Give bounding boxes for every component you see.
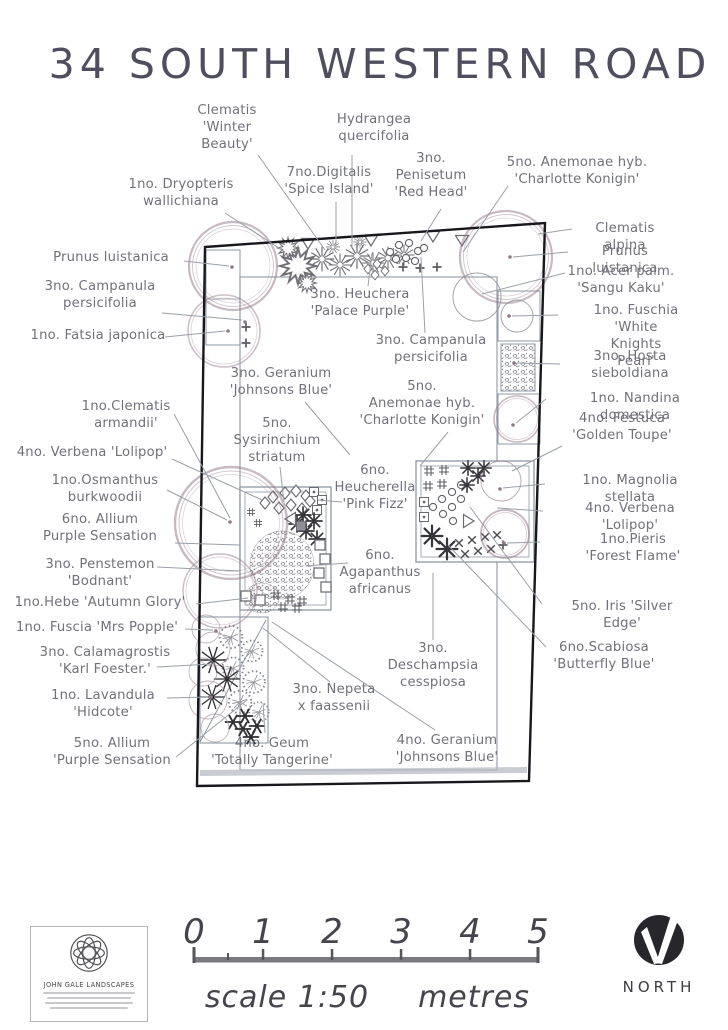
label-nepeta-x-faassenii: 3no. Nepeta x faassenii <box>292 682 376 714</box>
label-campanula-persicifolia-mid: 3no. Campanula persicifolia <box>375 333 487 365</box>
label-dryopteris-wallichiana: 1no. Dryopteris wallichiana <box>128 177 234 209</box>
label-calamagrostis-karl-foester: 3no. Calamagrostis 'Karl Foester.' <box>39 645 171 677</box>
label-fuscia-mrs-popple: 1no. Fuscia 'Mrs Popple' <box>15 620 179 635</box>
label-heucherella-pink-fizz: 6no. Heucherella 'Pink Fizz' <box>334 463 416 512</box>
label-sysirinchium-striatum: 5no. Sysirinchium striatum <box>233 416 321 465</box>
card-contact-line <box>47 997 131 999</box>
compass-arrow-icon <box>634 915 684 965</box>
label-prunus-luistanica-left: Prunus luistanica <box>53 250 169 265</box>
label-digitalis-spice-island: 7no.Digitalis 'Spice Island' <box>284 165 374 197</box>
celtic-knot-icon <box>70 934 108 972</box>
north-indicator <box>628 908 690 974</box>
leader-lines <box>156 154 573 758</box>
north-label: NORTH <box>622 978 696 996</box>
scale-tick-1: 1 <box>252 912 274 952</box>
company-logo-card: JOHN GALE LANDSCAPES <box>30 926 148 1022</box>
plot-outline <box>195 221 547 788</box>
label-prunus-luistanica-right: Prunus luistanica <box>592 244 658 276</box>
scale-tick-0: 0 <box>183 912 205 952</box>
label-acer-palm-sangu-kaku: 1no. Acer palm. 'Sangu Kaku' <box>567 264 675 296</box>
label-clematis-winter-beauty: Clematis 'Winter Beauty' <box>197 103 257 152</box>
card-contact-line <box>50 1007 128 1009</box>
label-hosta-sieboldiana: 3no. Hosta sieboldiana <box>591 349 669 381</box>
tree-canopy-circles <box>173 209 554 743</box>
scale-tick-3: 3 <box>390 912 412 952</box>
label-iris-silver-edge: 5no. Iris 'Silver Edge' <box>571 599 673 631</box>
scale-label: scale 1:50 <box>204 980 370 1015</box>
card-contact-line <box>43 992 135 994</box>
label-clematis-alpina: Clematis alpina <box>595 221 655 253</box>
card-contact-line <box>45 1002 133 1004</box>
label-deschampsia-cesspiosa: 3no. Deschampsia cesspiosa <box>387 641 479 690</box>
label-campanula-persicifolia-left: 3no. Campanula persicifolia <box>44 279 156 311</box>
label-hydrangea-quercifolia: Hydrangea quercifolia <box>336 112 412 144</box>
scale-bar-graphic <box>192 947 540 963</box>
label-geranium-johnsons-blue-bottom: 4no. Geranium 'Johnsons Blue' <box>395 733 499 765</box>
label-geum-totally-tangerine: 4no. Geum 'Totally Tangerine' <box>211 736 333 768</box>
label-penisetum-red-head: 3no. Penisetum 'Red Head' <box>394 151 468 200</box>
unit-label: metres <box>418 980 530 1015</box>
scale-tick-5: 5 <box>527 912 549 952</box>
label-clematis-armandii: 1no.Clematis armandii' <box>81 399 171 431</box>
label-verbena-lolipop-left: 4no. Verbena 'Lolipop' <box>16 445 168 460</box>
leader-dots <box>209 255 516 699</box>
label-scabiosa-butterfly-blue: 6no.Scabiosa 'Butterfly Blue' <box>553 640 655 672</box>
label-heuchera-palace-purple: 3no. Heuchera 'Palace Purple' <box>310 287 410 319</box>
page-title: 34 SOUTH WESTERN ROAD <box>48 40 712 88</box>
label-geranium-johnsons-blue-mid: 3no. Geranium 'Johnsons Blue' <box>229 366 333 398</box>
label-agapanthus-africanus: 6no. Agapanthus africanus <box>339 548 421 597</box>
label-osmanthus-burkwoodii: 1no.Osmanthus burkwoodii <box>51 473 159 505</box>
label-pieris-forest-flame: 1no.Pieris 'Forest Flame' <box>585 532 681 564</box>
label-lavandula-hidcote: 1no. Lavandula 'Hidcote' <box>51 688 155 720</box>
label-penstemon-bodnant: 3no. Penstemon 'Bodnant' <box>45 557 155 589</box>
label-anemonae-charlotte-konigin-mid: 5no. Anemonae hyb. 'Charlotte Konigin' <box>359 379 485 428</box>
label-magnolia-stellata: 1no. Magnolia stellata <box>582 473 678 505</box>
label-hebe-autumn-glory: 1no.Hebe 'Autumn Glory' <box>14 595 186 610</box>
label-anemonae-charlotte-konigin-top: 5no. Anemonae hyb. 'Charlotte Konigin' <box>506 155 648 187</box>
label-allium-purple-sensation-5no: 5no. Allium 'Purple Sensation <box>53 736 171 768</box>
label-festuca-golden-toupe: 4no. Festuca 'Golden Toupe' <box>572 411 672 443</box>
label-verbena-lolipop-right: 4no. Verbena 'Lolipop' <box>585 501 675 533</box>
label-fatsia-japonica: 1no. Fatsia japonica <box>30 328 166 343</box>
label-fuschia-white-knights-pearl: 1no. Fuschia 'White Knights Pearl' <box>593 303 679 369</box>
company-name: JOHN GALE LANDSCAPES <box>43 981 135 989</box>
scale-tick-4: 4 <box>459 912 481 952</box>
label-nandina-domestica: 1no. Nandina domestica <box>589 391 681 423</box>
label-allium-purple-sensation-6no: 6no. Allium Purple Sensation <box>42 512 158 544</box>
scale-tick-2: 2 <box>321 912 343 952</box>
